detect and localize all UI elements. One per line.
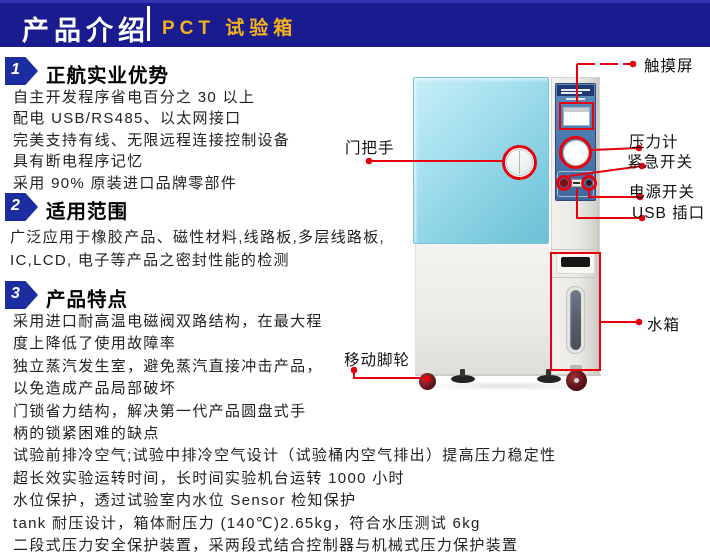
section-heading-advantages: 正航实业优势	[46, 65, 170, 87]
advantages-list: 自主开发程序省电百分之 30 以上 配电 USB/RS485、以太网接口 完美支…	[13, 87, 290, 194]
label-casters: 移动脚轮	[344, 352, 411, 369]
list-item: 具有断电程序记忆	[13, 153, 144, 171]
caster-wheel-left	[419, 373, 436, 390]
list-item: 以免造成产品局部破坏	[13, 380, 177, 398]
list-item: 水位保护，透过试验室内水位 Sensor 检知保护	[13, 492, 357, 510]
touch-screen	[563, 107, 590, 126]
list-item: IC,LCD, 电子等产品之密封性能的检测	[10, 252, 290, 269]
tank-handle-slot	[561, 257, 590, 267]
section-marker-1: 1	[5, 57, 38, 85]
header-divider	[147, 6, 150, 41]
panel-seam	[551, 249, 600, 250]
list-item: 独立蒸汽发生室，避免蒸汽直接冲击产品，	[13, 357, 323, 375]
list-item: 配电 USB/RS485、以太网接口	[13, 110, 242, 128]
label-touch-screen: 触摸屏	[644, 58, 694, 75]
panel-seam	[551, 277, 600, 278]
label-power-switch: 电源开关	[629, 184, 696, 201]
list-item: 完美支持有线、无限远程连接控制设备	[13, 131, 291, 149]
section-marker-2: 2	[5, 193, 38, 221]
list-item: 度上降低了使用故障率	[13, 335, 177, 353]
features-list: 采用进口耐高温电磁阀双路结构，在最大程 度上降低了使用故障率 独立蒸汽发生室，避…	[13, 311, 556, 557]
list-item: 门锁省力结构，解决第一代产品圆盘式手	[13, 402, 307, 420]
label-pressure-gauge: 压力计	[629, 134, 679, 151]
list-item: 采用 90% 原装进口品牌零部件	[13, 174, 238, 192]
panel-banner	[557, 85, 594, 96]
door-handle	[506, 149, 533, 176]
caster-wheel-right	[566, 370, 587, 391]
leveling-foot	[537, 375, 561, 383]
water-tank-annotation-rect	[550, 252, 601, 371]
power-annotation-ring	[581, 175, 597, 191]
list-item: tank 耐压设计，箱体耐压力 (140℃)2.65kg，符合水压测试 6kg	[13, 514, 481, 532]
scope-list: 广泛应用于橡胶产品、磁性材料,线路板,多层线路板, IC,LCD, 电子等产品之…	[10, 226, 385, 272]
touch-screen-annotation-rect	[559, 102, 594, 130]
list-item: 采用进口耐高温电磁阀双路结构，在最大程	[13, 313, 323, 330]
section-marker-3: 3	[5, 281, 38, 309]
leveling-foot-stem	[546, 369, 551, 377]
water-level-bar	[570, 290, 581, 350]
chamber-lower-body	[415, 244, 551, 375]
leveling-foot-stem	[460, 369, 465, 377]
page-title: 产品介绍	[22, 16, 150, 46]
list-item: 柄的锁紧困难的缺点	[13, 425, 160, 443]
label-usb-port: USB 插口	[632, 205, 706, 222]
product-name: PCT 试验箱	[162, 18, 298, 39]
machine-shadow	[418, 381, 596, 391]
section-heading-features: 产品特点	[46, 289, 129, 311]
label-emergency-switch: 紧急开关	[627, 154, 694, 171]
emergency-annotation-ring	[556, 175, 572, 191]
section-heading-scope: 适用范围	[46, 201, 129, 223]
label-door-handle: 门把手	[345, 140, 395, 157]
panel-model-text	[566, 98, 585, 100]
machine-bottom-edge	[415, 374, 601, 376]
list-item: 自主开发程序省电百分之 30 以上	[13, 89, 256, 106]
label-water-tank: 水箱	[647, 317, 681, 334]
list-item: 超长效实验运转时间，长时间实验机台运转 1000 小时	[13, 469, 405, 487]
page-header	[0, 0, 710, 47]
list-item: 二段式压力安全保护装置，采两段式结合控制器与机械式压力保护装置	[13, 537, 519, 555]
leveling-foot	[451, 375, 475, 383]
pressure-gauge-annotation-ring	[559, 136, 592, 169]
list-item: 广泛应用于橡胶产品、磁性材料,线路板,多层线路板,	[10, 229, 386, 246]
list-item: 试验前排冷空气;试验中排冷空气设计（试验桶内空气排出）提高压力稳定性	[13, 447, 557, 465]
